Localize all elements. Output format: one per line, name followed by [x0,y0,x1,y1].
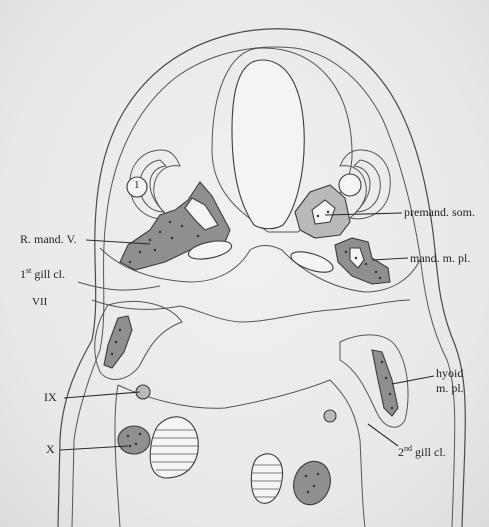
label-ix: IX [44,390,57,405]
label-second-gill-cleft-sup: nd [404,444,412,453]
hatched-structure-left [150,417,198,478]
hyoid-muscle-left [104,316,132,368]
leader-hyoid [392,376,434,384]
leader-x [60,446,128,450]
hyoid-arch-right [340,335,408,427]
pharynx-floor [92,300,410,322]
small-ganglion-right [324,410,336,422]
leader-ix [64,392,140,398]
leader-mand-m-pl [372,258,408,260]
label-x: X [46,442,55,457]
lower-pharynx-left [115,385,120,527]
hyoid-muscle-right [372,350,398,416]
label-second-gill-cleft-text: gill cl. [415,445,446,459]
label-hyoid: hyoid [436,366,463,381]
label-vii: VII [32,296,47,308]
hyoid-arch-left [95,301,182,379]
neural-canal [232,60,304,229]
label-mand-m-pl: mand. m. pl. [410,251,470,266]
label-hyoid-m-pl: m. pl. [436,381,464,396]
right-oval [289,248,336,277]
label-first-gill-cleft-sup: st [26,266,31,275]
stippled-mass-lower [288,457,336,510]
label-premand-som: premand. som. [404,205,475,220]
right-vesicle-core [339,174,361,196]
label-eye-numeral: 1 [134,179,140,191]
label-first-gill-cleft: 1st gill cl. [20,266,65,282]
first-gill-cleft [78,282,160,290]
label-r-mand-v: R. mand. V. [20,232,77,247]
hatched-structure-right [251,454,282,503]
label-second-gill-cleft: 2nd gill cl. [398,444,446,460]
ganglion-x [118,426,150,454]
label-first-gill-cleft-text: gill cl. [34,267,65,281]
